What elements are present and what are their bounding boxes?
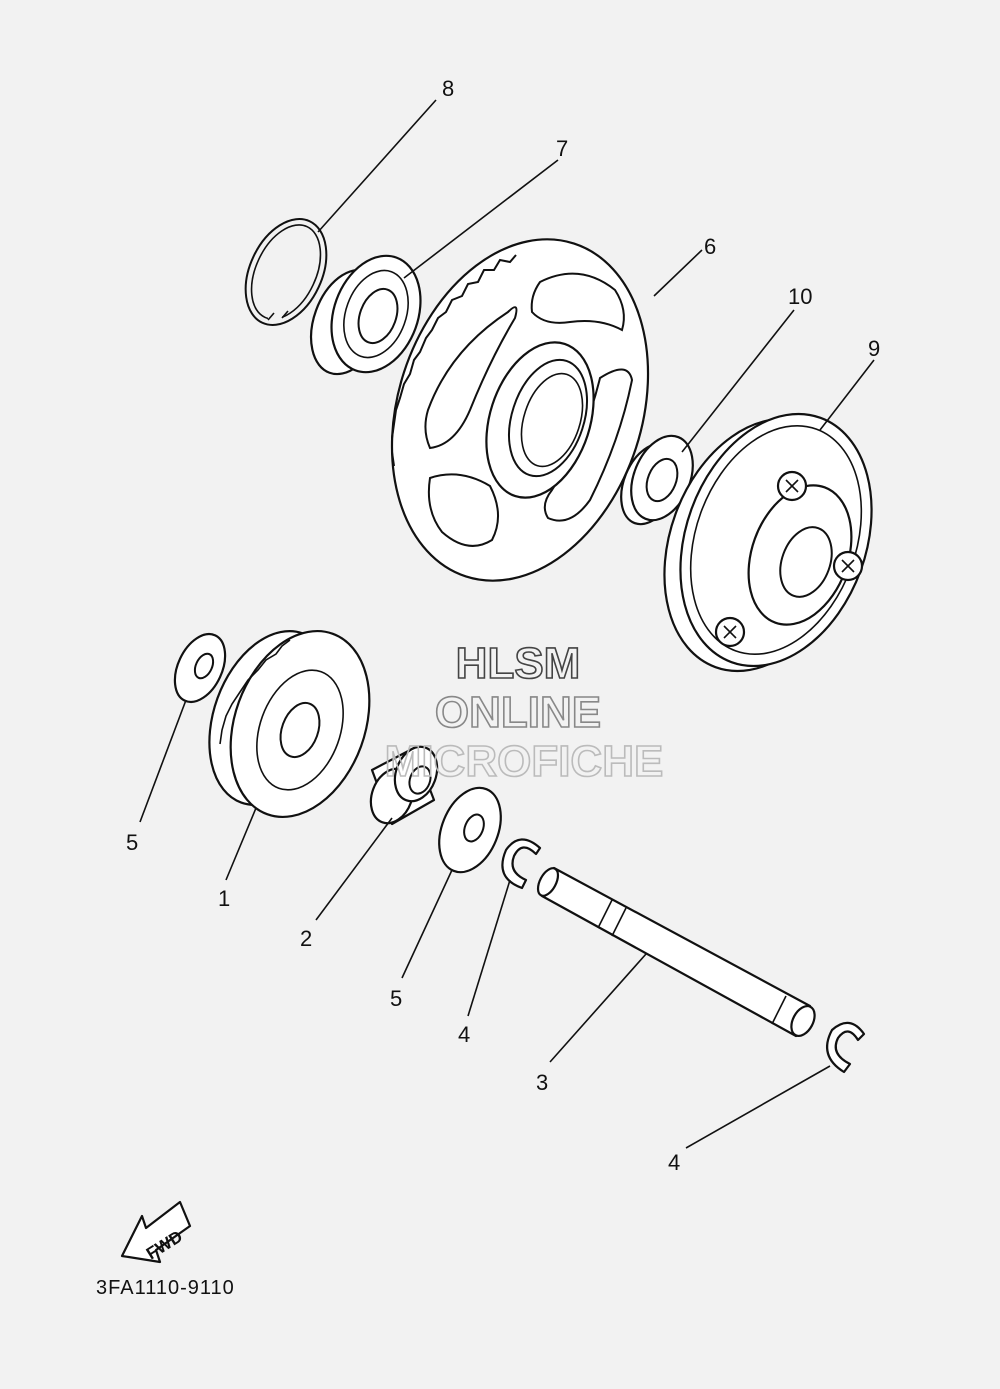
- washer-part-5-lower: [438, 786, 502, 874]
- callout-4-center: 4: [458, 1022, 470, 1047]
- callout-3: 3: [536, 1070, 548, 1095]
- watermark: HLSM ONLINE MICROFICHE: [384, 638, 664, 787]
- one-way-clutch-part-9: [663, 412, 873, 673]
- circlip-ring-part-8: [244, 218, 328, 326]
- bearing-part-7: [309, 254, 422, 376]
- leader-lines: [139, 99, 875, 1149]
- callout-labels: 8 7 6 10 9 5 1 2 5 4 3 4: [126, 76, 880, 1175]
- callout-10: 10: [788, 284, 812, 309]
- shaft-part-3: [536, 866, 816, 1038]
- washer-part-5-upper: [173, 632, 227, 704]
- callout-5-bottom: 5: [390, 986, 402, 1011]
- screw-icon: [832, 550, 864, 582]
- figure-code: 3FA1110-9110: [96, 1277, 235, 1299]
- callout-6: 6: [704, 234, 716, 259]
- callout-4-right: 4: [668, 1150, 680, 1175]
- wheel-gear-part-6: [390, 238, 650, 582]
- callout-9: 9: [868, 336, 880, 361]
- callout-2: 2: [300, 926, 312, 951]
- needle-bearing-part-2: [369, 745, 439, 826]
- fwd-arrow-icon: FWD: [120, 1200, 192, 1263]
- e-clip-part-4-right: [826, 1021, 866, 1074]
- e-clip-part-4-center: [501, 838, 542, 890]
- idler-gear-part-1: [208, 629, 371, 819]
- callout-8: 8: [442, 76, 454, 101]
- washer-part-10: [620, 434, 694, 526]
- screw-icon: [776, 470, 808, 502]
- screw-icon: [714, 616, 746, 648]
- watermark-line-2: ONLINE: [435, 688, 601, 737]
- callout-1: 1: [218, 886, 230, 911]
- watermark-line-3: MICROFICHE: [385, 737, 664, 786]
- callout-7: 7: [556, 136, 568, 161]
- callout-5-left: 5: [126, 830, 138, 855]
- watermark-line-1: HLSM: [456, 639, 581, 688]
